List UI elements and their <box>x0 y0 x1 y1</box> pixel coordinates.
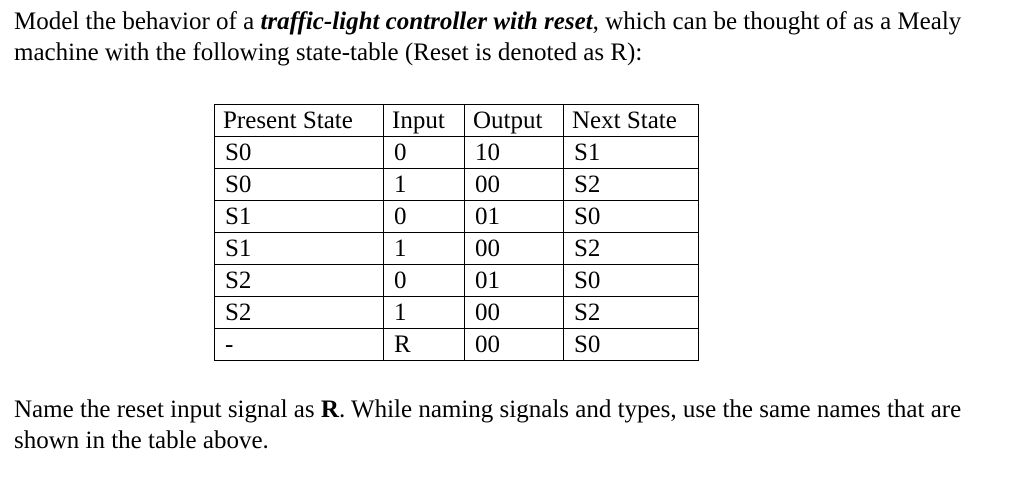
cell-output: 01 <box>464 264 564 297</box>
intro-paragraph: Model the behavior of a traffic-light co… <box>14 6 1010 68</box>
table-row: S0 0 10 S1 <box>214 136 699 169</box>
cell-next-state: S0 <box>563 328 699 361</box>
table-row: S2 1 00 S2 <box>214 296 699 329</box>
cell-input: 1 <box>383 168 465 201</box>
cell-input: 1 <box>383 296 465 329</box>
cell-present-state: S2 <box>214 264 384 297</box>
table-row: S1 1 00 S2 <box>214 232 699 265</box>
cell-next-state: S2 <box>563 232 699 265</box>
reset-signal-name: R <box>320 396 339 423</box>
table-row: S1 0 01 S0 <box>214 200 699 233</box>
cell-input: R <box>383 328 465 361</box>
outro-text-end: . While naming signals and types, use th… <box>14 396 962 454</box>
cell-present-state: S0 <box>214 168 384 201</box>
state-table: Present State Input Output Next State S0… <box>214 104 699 361</box>
cell-input: 0 <box>383 200 465 233</box>
outro-paragraph: Name the reset input signal as R. While … <box>14 394 1010 456</box>
table-row: S2 0 01 S0 <box>214 264 699 297</box>
intro-emphasis: traffic-light controller with reset <box>260 8 593 35</box>
cell-output: 10 <box>464 136 564 169</box>
cell-input: 0 <box>383 136 465 169</box>
cell-output: 00 <box>464 168 564 201</box>
cell-output: 00 <box>464 328 564 361</box>
cell-present-state: S1 <box>214 232 384 265</box>
cell-output: 00 <box>464 232 564 265</box>
cell-input: 0 <box>383 264 465 297</box>
intro-text-start: Model the behavior of a <box>14 8 261 35</box>
table-row: S0 1 00 S2 <box>214 168 699 201</box>
header-output: Output <box>464 104 564 137</box>
outro-text-start: Name the reset input signal as <box>14 396 321 423</box>
header-present-state: Present State <box>214 104 384 137</box>
cell-present-state: S2 <box>214 296 384 329</box>
cell-next-state: S2 <box>563 168 699 201</box>
intro-text-end: , which can be thought of as a Mealy mac… <box>14 8 962 66</box>
cell-output: 01 <box>464 200 564 233</box>
cell-present-state: S1 <box>214 200 384 233</box>
cell-present-state: S0 <box>214 136 384 169</box>
cell-next-state: S2 <box>563 296 699 329</box>
header-input: Input <box>383 104 465 137</box>
cell-present-state: - <box>214 328 384 361</box>
cell-output: 00 <box>464 296 564 329</box>
cell-next-state: S0 <box>563 264 699 297</box>
cell-next-state: S0 <box>563 200 699 233</box>
cell-next-state: S1 <box>563 136 699 169</box>
header-next-state: Next State <box>563 104 699 137</box>
table-header-row: Present State Input Output Next State <box>214 104 699 137</box>
cell-input: 1 <box>383 232 465 265</box>
table-row: - R 00 S0 <box>214 328 699 361</box>
